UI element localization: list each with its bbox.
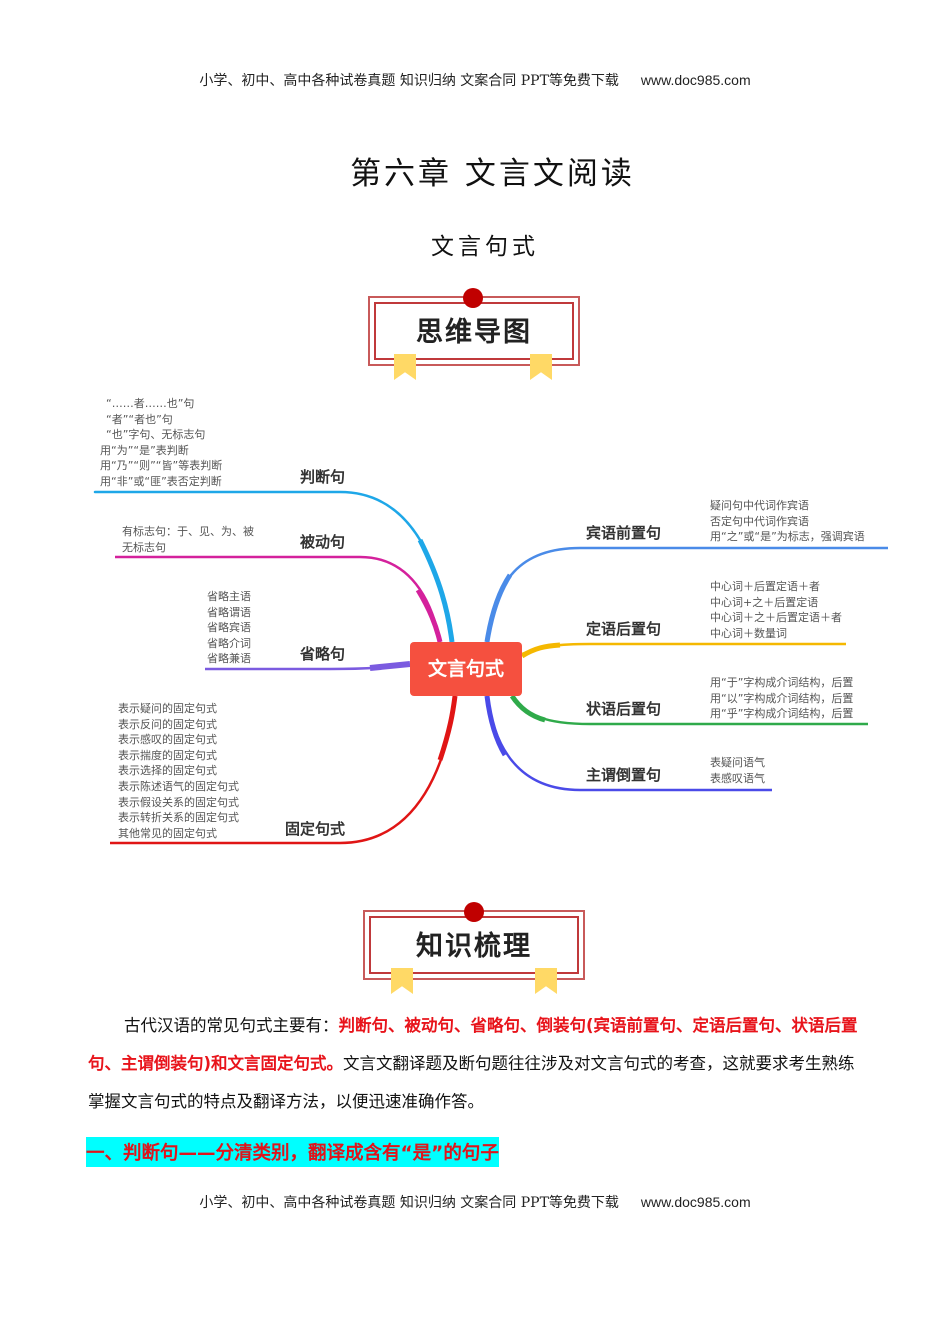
- leaf-item: 中心词+之＋后置定语: [710, 595, 819, 609]
- header-url[interactable]: www.doc985.com: [640, 72, 751, 88]
- leaf-item: 表示选择的固定句式: [118, 764, 217, 778]
- intro-suffix: 文言文翻译题及断句题往往涉及对文言句式的考查，这就要求考生熟练掌握文言句式的特点…: [88, 1054, 855, 1111]
- branch-label-zhuangyu: 状语后置句: [586, 700, 662, 718]
- leaf-item: 表示假设关系的固定句式: [118, 795, 239, 809]
- leaf-item: 用“非”或“匪”表否定判断: [100, 474, 222, 488]
- leaf-item: 用“乃”“则”“皆”等表判断: [100, 459, 223, 473]
- leaf-list-zhuwei: 表疑问语气 表感叹语气: [710, 755, 765, 786]
- leaf-item: 有标志句：于、见、为、被: [122, 525, 254, 538]
- ribbon-icon: [530, 354, 552, 380]
- leaf-item: 其他常见的固定句式: [118, 826, 217, 840]
- section-subheading: 一、判断句——分清类别，翻译成含有“是”的句子: [86, 1137, 499, 1167]
- leaf-list-binyu: 疑问句中代词作宾语 否定句中代词作宾语 用“之”或“是”为标志，强调宾语: [710, 498, 865, 545]
- knowledge-banner: 知识梳理: [363, 902, 585, 994]
- red-dot-icon: [463, 288, 483, 308]
- leaf-item: 省略兼语: [207, 652, 251, 666]
- leaf-item: 用“乎”字构成介词结构，后置: [710, 707, 854, 721]
- leaf-item: 省略主语: [207, 590, 251, 603]
- leaf-item: “也”字句、无标志句: [106, 428, 206, 442]
- leaf-list-shenglue: 省略主语 省略谓语 省略宾语 省略介词 省略兼语: [207, 589, 251, 667]
- branch-label-binyu: 宾语前置句: [586, 524, 662, 542]
- branch-label-dingyu: 定语后置句: [586, 620, 662, 638]
- ribbon-icon: [535, 968, 557, 994]
- intro-prefix: 古代汉语的常见句式主要有：: [124, 1016, 339, 1035]
- ribbon-icon: [394, 354, 416, 380]
- leaf-list-guding: 表示疑问的固定句式 表示反问的固定句式 表示感叹的固定句式 表示揣度的固定句式 …: [118, 701, 239, 841]
- footer-text: 小学、初中、高中各种试卷真题 知识归纳 文案合同 PPT等免费下载: [199, 1195, 619, 1211]
- intro-paragraph: 古代汉语的常见句式主要有：判断句、被动句、省略句、倒装句(宾语前置句、定语后置句…: [88, 1007, 868, 1121]
- intro-highlight: 判断句、被动句、省略句、倒装句(宾语前置句、定语后置句、状语后置句、主谓倒装句)…: [88, 1016, 858, 1073]
- leaf-item: 省略谓语: [207, 605, 251, 619]
- header-text: 小学、初中、高中各种试卷真题 知识归纳 文案合同 PPT等免费下载: [199, 73, 619, 89]
- branch-label-zhuwei: 主谓倒置句: [586, 766, 662, 784]
- leaf-item: 表疑问语气: [710, 756, 765, 769]
- section-title: 文言句式: [431, 234, 539, 260]
- leaf-item: 表示反问的固定句式: [118, 717, 217, 731]
- leaf-item: 省略宾语: [207, 621, 251, 635]
- leaf-item: 否定句中代词作宾语: [710, 514, 809, 528]
- leaf-item: 表示陈述语气的固定句式: [118, 779, 239, 793]
- leaf-item: “者”“者也”句: [106, 412, 173, 426]
- mindmap-connectors: [93, 490, 888, 845]
- leaf-item: 表示揣度的固定句式: [118, 748, 217, 762]
- banner-label: 知识梳理: [416, 931, 532, 962]
- leaf-item: 疑问句中代词作宾语: [710, 499, 809, 512]
- leaf-item: 表示转折关系的固定句式: [118, 811, 239, 825]
- leaf-item: 表示疑问的固定句式: [118, 702, 217, 715]
- branch-label-beidong: 被动句: [300, 533, 346, 551]
- chapter-title: 第六章 文言文阅读: [350, 156, 635, 192]
- leaf-item: 表感叹语气: [710, 771, 765, 785]
- leaf-item: “……者……也”句: [106, 397, 195, 410]
- leaf-list-panduan: “……者……也”句 “者”“者也”句 “也”字句、无标志句 用“为”“是”表判断…: [100, 396, 222, 490]
- branch-label-panduan: 判断句: [300, 468, 346, 486]
- page-header: 小学、初中、高中各种试卷真题 知识归纳 文案合同 PPT等免费下载 www.doc…: [0, 70, 950, 90]
- leaf-item: 用“之”或“是”为标志，强调宾语: [710, 530, 865, 544]
- red-dot-icon: [464, 902, 484, 922]
- leaf-item: 中心词＋之＋后置定语＋者: [710, 611, 842, 625]
- leaf-item: 中心词＋数量词: [710, 626, 787, 640]
- page-footer: 小学、初中、高中各种试卷真题 知识归纳 文案合同 PPT等免费下载 www.doc…: [0, 1192, 950, 1212]
- leaf-item: 用“于”字构成介词结构，后置: [710, 676, 854, 689]
- ribbon-icon: [391, 968, 413, 994]
- mindmap-center-node: 文言句式: [410, 642, 522, 696]
- leaf-item: 用“为”“是”表判断: [100, 443, 189, 457]
- leaf-item: 无标志句: [122, 540, 166, 554]
- branch-label-shenglue: 省略句: [300, 645, 346, 663]
- leaf-item: 用“以”字构成介词结构，后置: [710, 691, 854, 705]
- footer-url[interactable]: www.doc985.com: [640, 1194, 751, 1210]
- mindmap-banner: 思维导图: [368, 288, 580, 380]
- leaf-list-beidong: 有标志句：于、见、为、被 无标志句: [122, 524, 254, 555]
- leaf-item: 表示感叹的固定句式: [118, 733, 217, 747]
- banner-label: 思维导图: [416, 317, 532, 348]
- leaf-list-dingyu: 中心词＋后置定语＋者 中心词+之＋后置定语 中心词＋之＋后置定语＋者 中心词＋数…: [710, 579, 842, 641]
- leaf-item: 中心词＋后置定语＋者: [710, 580, 820, 593]
- leaf-item: 省略介词: [207, 636, 251, 650]
- leaf-list-zhuangyu: 用“于”字构成介词结构，后置 用“以”字构成介词结构，后置 用“乎”字构成介词结…: [710, 675, 853, 722]
- branch-label-guding: 固定句式: [285, 820, 346, 838]
